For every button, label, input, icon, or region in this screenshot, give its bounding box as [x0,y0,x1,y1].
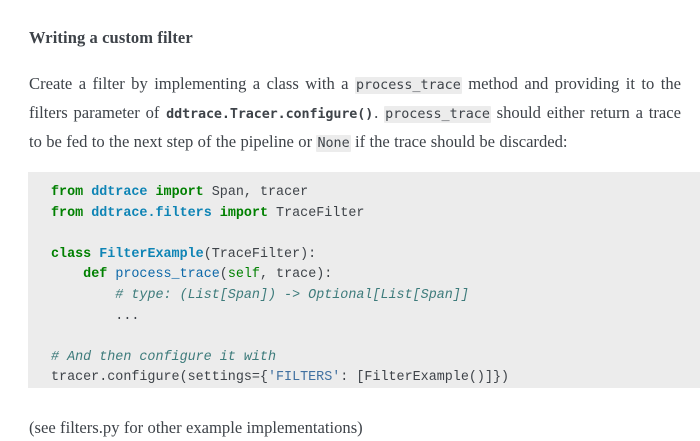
python-source: from ddtrace import Span, tracer from dd… [51,185,509,385]
closing-paragraph: (see filters.py for other example implem… [29,417,363,437]
code-block[interactable]: from ddtrace import Span, tracer from dd… [28,172,700,388]
paragraph-text-segment: method and providing it to the filters p… [29,73,681,122]
code-token: Span, tracer [203,185,309,200]
code-token [51,288,115,303]
paragraph-text-segment: should either return a trace to be fed t… [29,102,681,151]
code-token: ddtrace.filters [91,205,212,221]
code-token: , trace): [259,267,333,283]
code-token: 'FILTERS' [267,370,341,386]
inline-code-process-trace-2: process_trace [384,105,491,123]
code-token: def [83,267,108,283]
paragraph-text-segment: if the trace should be discarded: [350,132,568,151]
paragraph-text-segment: . [374,102,385,122]
inline-code-tracer-configure: ddtrace.Tracer.configure() [166,106,374,122]
intro-paragraph: Create a filter by implementing a class … [29,70,681,158]
page-title: Writing a custom filter [29,27,193,47]
inline-code-process-trace: process_trace [354,76,462,94]
code-token: FilterExample [99,246,204,262]
code-token: : [FilterExample()]}) [340,370,510,386]
code-token: import [155,185,204,200]
code-token: import [219,205,269,221]
code-token: # And then configure it with [51,349,276,365]
code-token: process_trace [115,267,220,283]
code-token: from [51,205,84,221]
code-token: class [51,246,92,262]
code-block-content: from ddtrace import Span, tracer from dd… [28,182,700,388]
inline-code-none: None [316,135,351,152]
code-token: TraceFilter [268,205,365,221]
code-token: ddtrace [91,185,148,200]
code-token: self [227,267,260,283]
code-token: tracer.configure(settings={ [51,370,268,386]
code-token [83,185,91,200]
code-token: (TraceFilter): [203,246,317,262]
code-token [51,267,83,282]
code-token: # type: (List[Span]) -> Optional[List[Sp… [115,287,469,303]
code-token: from [51,185,84,200]
code-token [147,185,155,200]
code-token: ( [219,267,228,283]
code-token [83,206,91,221]
code-token: ... [51,308,140,324]
code-token [212,206,220,221]
paragraph-text-segment: Create a filter by implementing a class … [29,73,355,93]
